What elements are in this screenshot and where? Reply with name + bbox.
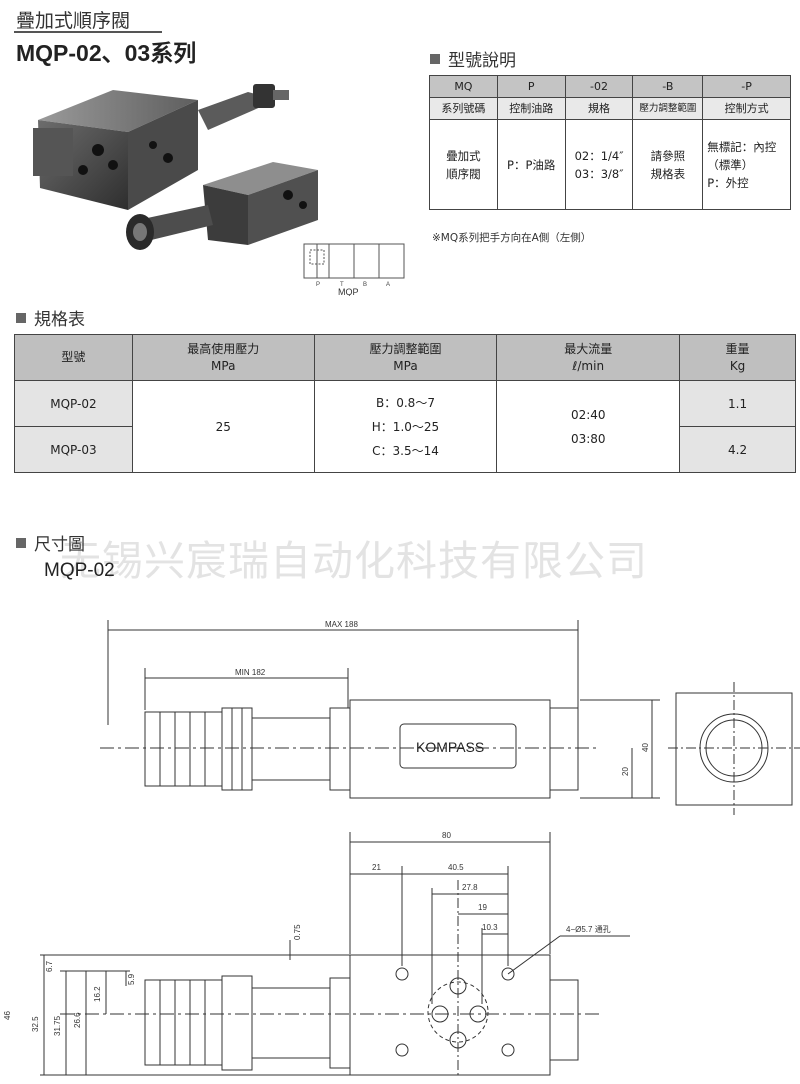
spec-weight-cell: 4.2 <box>679 426 796 473</box>
model-section-heading: 型號說明 <box>430 46 516 71</box>
bullet-square-icon <box>16 537 26 548</box>
header-line: 最大流量 <box>564 341 613 356</box>
header-unit: ℓ/min <box>572 358 605 373</box>
model-desc-cell: 控制油路 <box>496 97 566 120</box>
spec-heading-text: 規格表 <box>34 310 85 330</box>
header-line: 型號 <box>61 350 86 364</box>
spec-header-model: 型號 <box>14 334 133 381</box>
detail-line: （標準） <box>707 157 754 172</box>
model-desc-cell: 壓力調整範圍 <box>632 97 704 120</box>
model-code-cell: -P <box>702 75 791 98</box>
port-t: T <box>340 282 344 288</box>
handle-direction-note: ※MQ系列把手方向在A側（左側） <box>432 232 592 244</box>
spec-max-pressure: 25 <box>131 380 315 473</box>
spec-header-weight: 重量 Kg <box>679 334 796 381</box>
dim-d0-75: 0.75 <box>293 924 302 940</box>
product-photo <box>33 84 318 250</box>
dim-d40-5: 40.5 <box>448 863 464 872</box>
hydraulic-symbol: P T B A MQP <box>303 243 405 296</box>
dim-d10-3: 10.3 <box>482 923 498 932</box>
model-heading-text: 型號說明 <box>448 51 516 71</box>
page-title-chinese: 疊加式順序閥 <box>16 10 131 32</box>
model-detail-cell: 疊加式 順序閥 <box>429 119 498 210</box>
dim-h20: 20 <box>621 767 630 776</box>
dim-d5-9: 5.9 <box>127 973 136 985</box>
detail-line: P：外控 <box>707 175 749 190</box>
drawing-model-title: MQP-02 <box>44 560 115 581</box>
flow-line: 03:80 <box>570 431 606 446</box>
header-unit: MPa <box>211 358 236 373</box>
model-code-cell: MQ <box>429 75 498 98</box>
detail-line: 03：3/8″ <box>574 166 624 181</box>
dim-d6-7: 6.7 <box>45 960 54 972</box>
range-line: C：3.5～14 <box>372 443 439 458</box>
model-detail-cell: 請參照 規格表 <box>632 119 704 210</box>
dim-d27-8: 27.8 <box>462 883 478 892</box>
dim-d46: 46 <box>3 1011 12 1020</box>
header-line: 重量 <box>725 341 750 356</box>
dimension-drawing: MAX 188 MIN 182 KOMPASS 40 20 80 21 40.5… <box>3 620 800 1078</box>
model-code-cell: P <box>496 75 566 98</box>
model-detail-cell: 無標記：內控 （標準） P：外控 <box>702 119 791 210</box>
range-line: B：0.8～7 <box>376 395 435 410</box>
page-title-series: MQP-02、03系列 <box>16 40 197 66</box>
dim-holes: 4−Ø5.7 通孔 <box>566 924 611 934</box>
watermark-text: 无锡兴宸瑞自动化科技有限公司 <box>60 537 648 585</box>
model-detail-cell: P：P油路 <box>496 119 566 210</box>
flow-line: 02:40 <box>570 407 606 422</box>
port-p: P <box>316 282 320 288</box>
bullet-square-icon <box>16 312 26 323</box>
spec-header-flow: 最大流量 ℓ/min <box>496 334 681 381</box>
model-detail-cell: 02：1/4″ 03：3/8″ <box>564 119 634 210</box>
spec-table: 型號 最高使用壓力 MPa 壓力調整範圍 MPa 最大流量 ℓ/min 重量 K… <box>14 334 796 473</box>
dim-d26-6: 26.6 <box>73 1012 82 1028</box>
spec-section-heading: 規格表 <box>16 305 85 330</box>
detail-line: 02：1/4″ <box>574 148 624 163</box>
dim-d31-75: 31.75 <box>53 1015 62 1036</box>
detail-line: 無標記：內控 <box>707 139 777 154</box>
symbol-label: MQP <box>338 287 359 296</box>
header-line: 壓力調整範圍 <box>369 341 442 356</box>
dim-d32-5: 32.5 <box>31 1016 40 1032</box>
dim-w80: 80 <box>442 831 451 840</box>
title-underline <box>14 31 162 33</box>
spec-pressure-range: B：0.8～7 H：1.0～25 C：3.5～14 <box>313 380 498 473</box>
model-code-table: MQ P -02 -B -P 系列號碼 控制油路 規格 壓力調整範圍 控制方式 … <box>429 75 791 210</box>
detail-line: 請參照 <box>650 148 686 163</box>
spec-model-cell: MQP-02 <box>14 380 133 427</box>
header-unit: Kg <box>729 358 746 373</box>
spec-header-pressure: 最高使用壓力 MPa <box>131 334 315 381</box>
port-b: B <box>363 282 367 288</box>
model-code-cell: -B <box>632 75 704 98</box>
detail-line: 順序閥 <box>446 166 481 181</box>
model-code-cell: -02 <box>564 75 634 98</box>
spec-weight-cell: 1.1 <box>679 380 796 427</box>
spec-header-range: 壓力調整範圍 MPa <box>313 334 498 381</box>
drawing-heading-text: 尺寸圖 <box>34 535 85 555</box>
range-line: H：1.0～25 <box>371 419 440 434</box>
header-unit: MPa <box>393 358 418 373</box>
dim-d16-2: 16.2 <box>93 986 102 1002</box>
port-a: A <box>386 282 390 288</box>
detail-line: 疊加式 <box>446 148 481 163</box>
dim-h40: 40 <box>641 743 650 752</box>
dim-d21: 21 <box>372 863 381 872</box>
model-desc-cell: 控制方式 <box>702 97 791 120</box>
drawing-section-heading: 尺寸圖 <box>16 530 85 555</box>
detail-line: P：P油路 <box>507 157 556 172</box>
spec-max-flow: 02:40 03:80 <box>496 380 681 473</box>
dim-d19: 19 <box>478 903 487 912</box>
dim-max: MAX 188 <box>325 620 358 629</box>
spec-model-cell: MQP-03 <box>14 426 133 473</box>
dim-min: MIN 182 <box>235 668 266 677</box>
detail-line: 規格表 <box>650 166 686 181</box>
model-desc-cell: 規格 <box>564 97 634 120</box>
model-desc-cell: 系列號碼 <box>429 97 498 120</box>
bullet-square-icon <box>430 53 440 64</box>
brand-plate: KOMPASS <box>416 739 484 755</box>
header-line: 最高使用壓力 <box>187 341 260 356</box>
